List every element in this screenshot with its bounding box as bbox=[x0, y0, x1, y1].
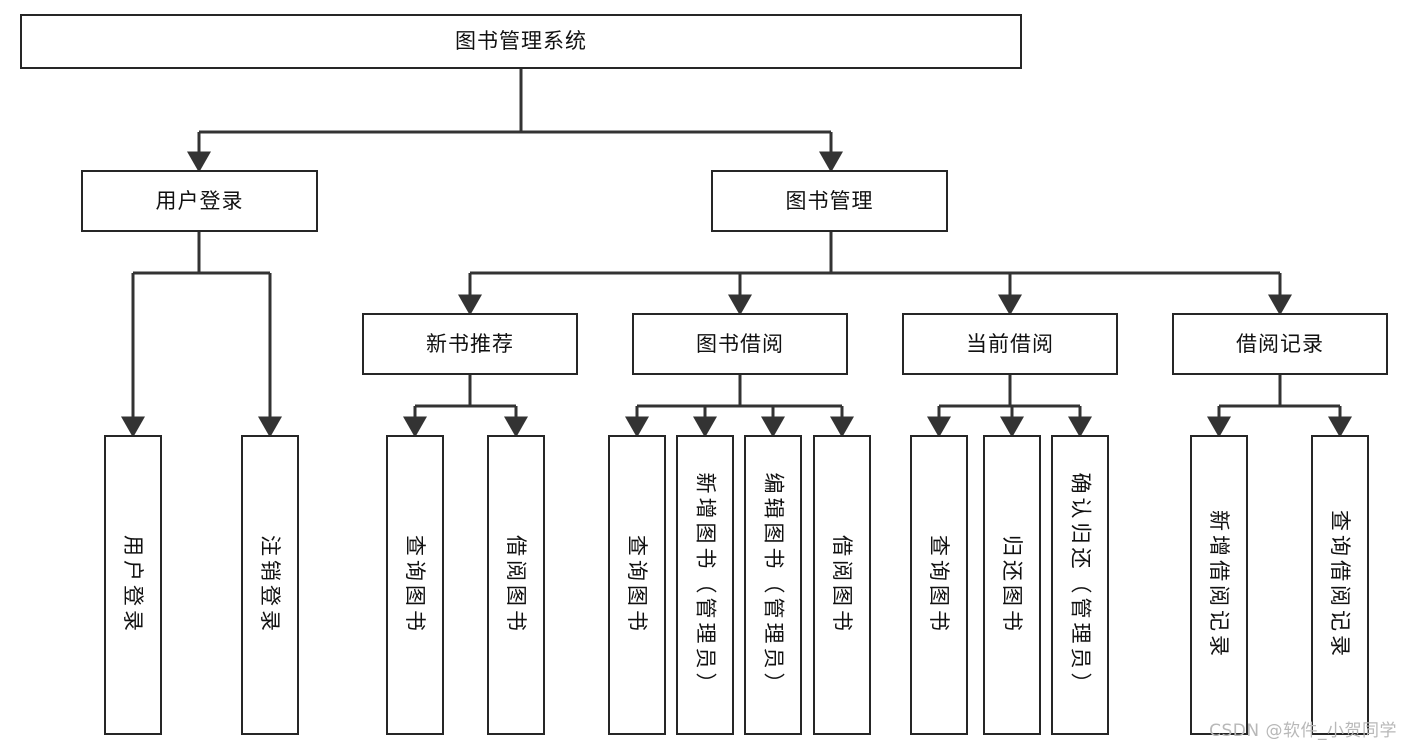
node-borrow-records-label: 借阅记录 bbox=[1236, 331, 1324, 356]
leaf-add-borrow-record[interactable]: 新增借阅记录 bbox=[1190, 435, 1248, 735]
leaf-edit-book-admin[interactable]: 编辑图书（管理员） bbox=[744, 435, 802, 735]
leaf-add-book-admin-label: 新增图书（管理员） bbox=[693, 472, 718, 698]
leaf-edit-book-admin-label: 编辑图书（管理员） bbox=[761, 472, 786, 698]
leaf-query-book[interactable]: 查询图书 bbox=[608, 435, 666, 735]
leaf-query-book-recommend[interactable]: 查询图书 bbox=[386, 435, 444, 735]
leaf-logout[interactable]: 注销登录 bbox=[241, 435, 299, 735]
leaf-borrow-book-recommend[interactable]: 借阅图书 bbox=[487, 435, 545, 735]
leaf-query-book-label: 查询图书 bbox=[625, 534, 650, 635]
leaf-user-login[interactable]: 用户登录 bbox=[104, 435, 162, 735]
node-root[interactable]: 图书管理系统 bbox=[20, 14, 1022, 69]
leaf-add-book-admin[interactable]: 新增图书（管理员） bbox=[676, 435, 734, 735]
leaf-add-borrow-record-label: 新增借阅记录 bbox=[1207, 509, 1232, 660]
leaf-query-borrow-record[interactable]: 查询借阅记录 bbox=[1311, 435, 1369, 735]
leaf-query-book-current-label: 查询图书 bbox=[927, 534, 952, 635]
node-current-borrow-label: 当前借阅 bbox=[966, 331, 1054, 356]
leaf-user-login-label: 用户登录 bbox=[121, 534, 146, 635]
node-book-management-label: 图书管理 bbox=[785, 188, 874, 213]
node-current-borrow[interactable]: 当前借阅 bbox=[902, 313, 1118, 375]
leaf-query-book-recommend-label: 查询图书 bbox=[403, 534, 428, 635]
node-book-borrow[interactable]: 图书借阅 bbox=[632, 313, 848, 375]
leaf-logout-label: 注销登录 bbox=[258, 534, 283, 635]
node-new-book-recommend[interactable]: 新书推荐 bbox=[362, 313, 578, 375]
leaf-confirm-return-admin[interactable]: 确认归还（管理员） bbox=[1051, 435, 1109, 735]
node-book-borrow-label: 图书借阅 bbox=[696, 331, 784, 356]
leaf-borrow-book-recommend-label: 借阅图书 bbox=[504, 534, 529, 635]
node-new-book-recommend-label: 新书推荐 bbox=[426, 331, 514, 356]
leaf-borrow-book-label: 借阅图书 bbox=[830, 534, 855, 635]
node-user-login-label: 用户登录 bbox=[155, 188, 244, 213]
node-user-login[interactable]: 用户登录 bbox=[81, 170, 318, 232]
node-borrow-records[interactable]: 借阅记录 bbox=[1172, 313, 1388, 375]
leaf-query-book-current[interactable]: 查询图书 bbox=[910, 435, 968, 735]
csdn-watermark: CSDN @软件_小贺同学 bbox=[1209, 721, 1397, 741]
leaf-confirm-return-admin-label: 确认归还（管理员） bbox=[1068, 472, 1093, 698]
leaf-borrow-book[interactable]: 借阅图书 bbox=[813, 435, 871, 735]
leaf-return-book-label: 归还图书 bbox=[1000, 534, 1025, 635]
leaf-return-book[interactable]: 归还图书 bbox=[983, 435, 1041, 735]
leaf-query-borrow-record-label: 查询借阅记录 bbox=[1328, 509, 1353, 660]
node-root-label: 图书管理系统 bbox=[455, 29, 587, 54]
node-book-management[interactable]: 图书管理 bbox=[711, 170, 948, 232]
